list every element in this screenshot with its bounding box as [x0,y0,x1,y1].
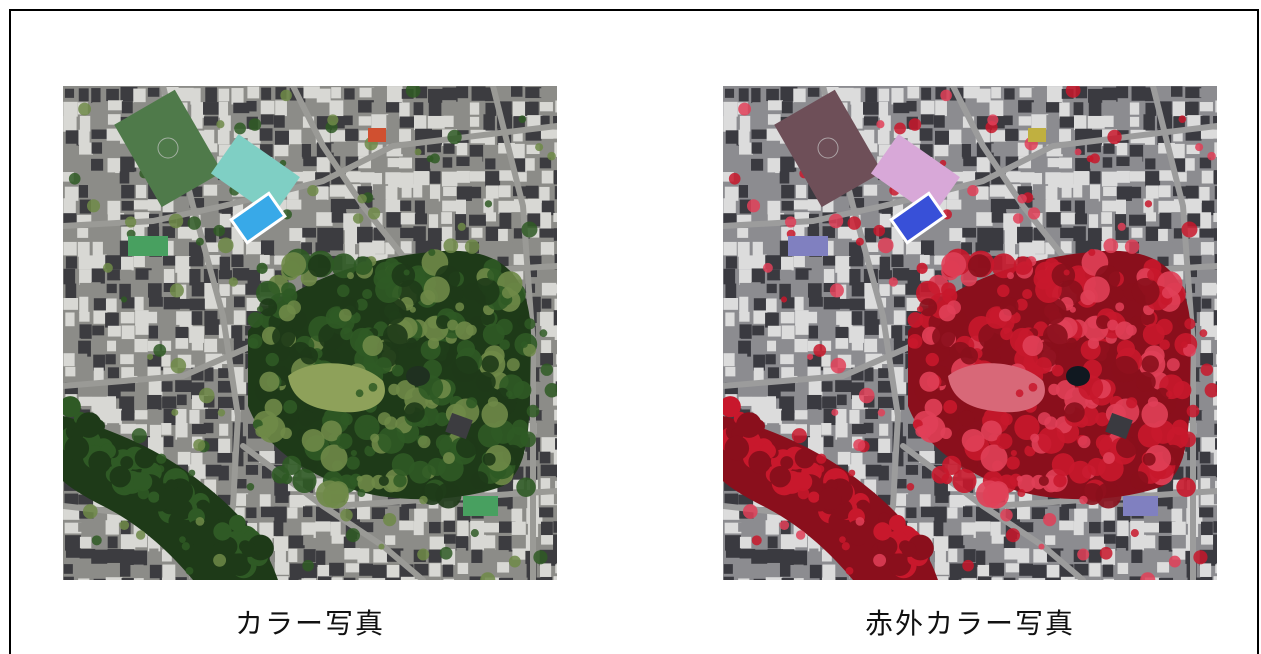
caption-color-photo: カラー写真 [234,607,385,640]
figure-frame [9,9,1259,654]
caption-infrared-photo: 赤外カラー写真 [864,607,1075,640]
aerial-photo-infrared [723,86,1217,580]
aerial-photo-infrared-svg [723,86,1217,580]
aerial-photo-color [63,86,557,580]
aerial-photo-color-svg [63,86,557,580]
